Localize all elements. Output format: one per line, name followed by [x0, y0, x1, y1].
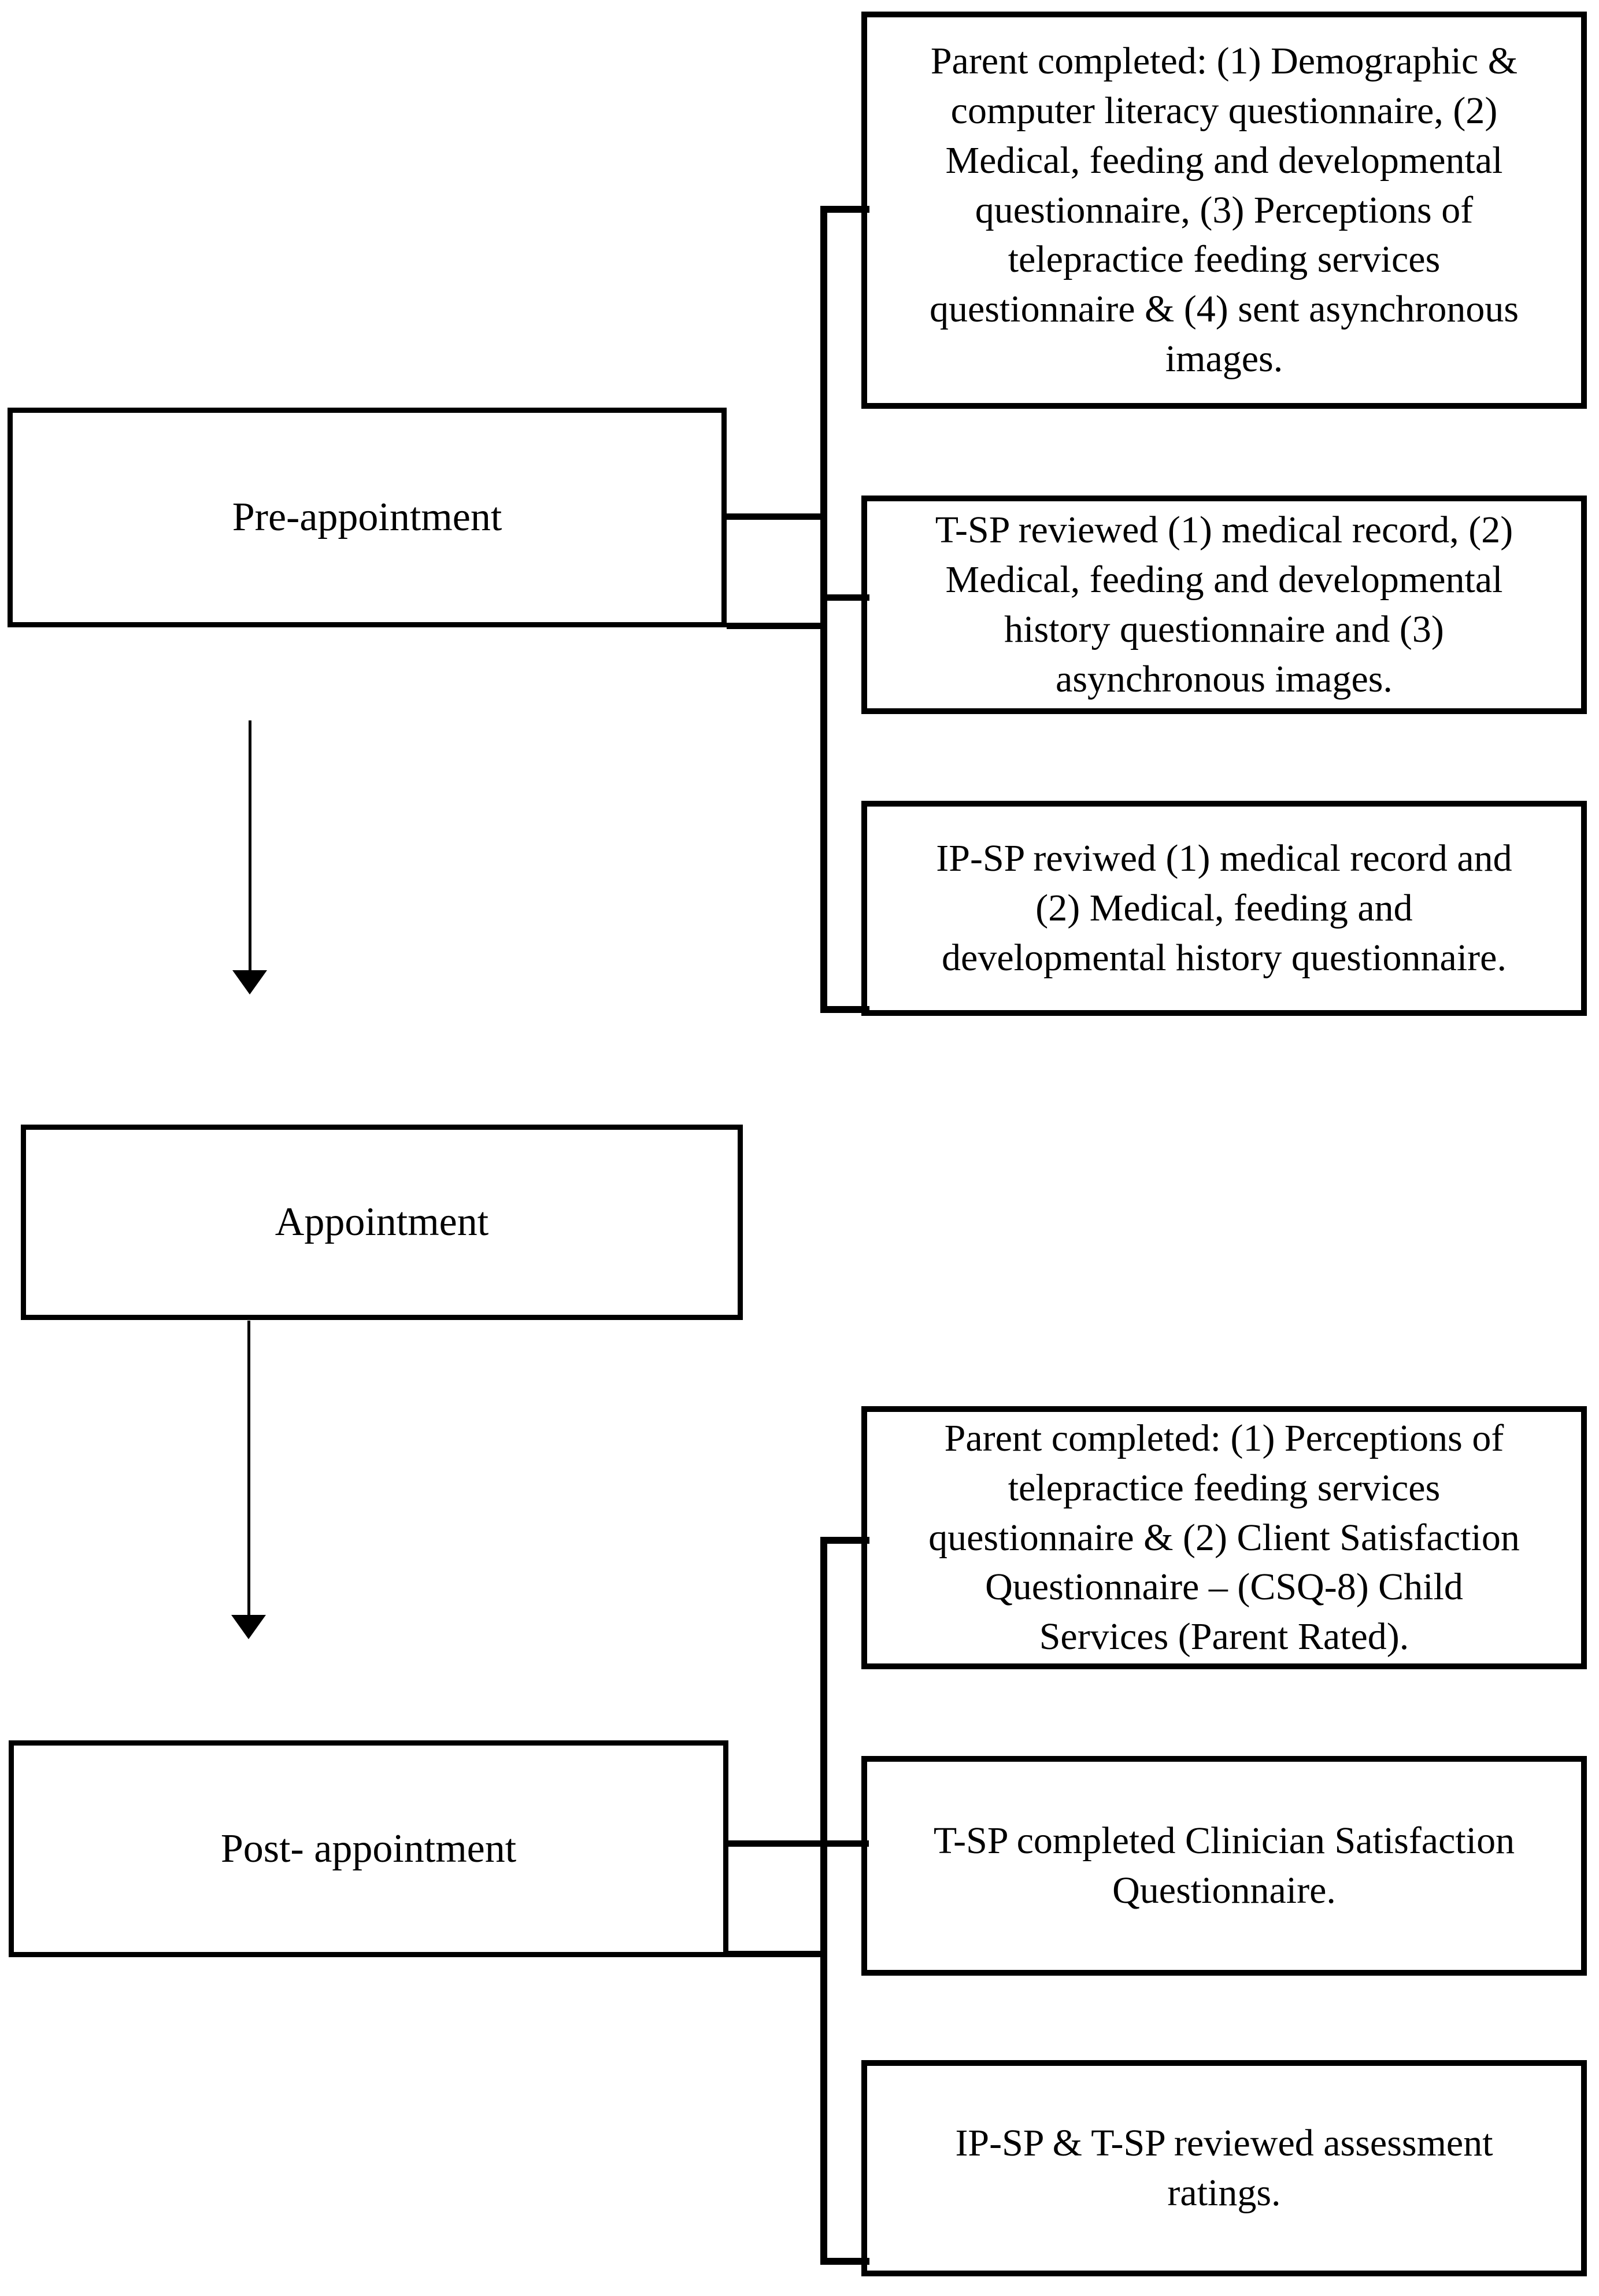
connector-elbow-to-detail-3 — [820, 1006, 869, 1013]
detail-box-assessment-ratings: IP-SP & T-SP reviewed assessment ratings… — [861, 2060, 1587, 2276]
detail-text-tsp-satisfaction: T-SP completed Clinician Satisfaction Qu… — [933, 1820, 1515, 1912]
connector-pre-box-bottom — [727, 623, 827, 629]
detail-box-parent-post-tasks: Parent completed: (1) Perceptions of tel… — [861, 1406, 1587, 1669]
connector-post-box-mid — [728, 1840, 869, 1847]
stage-box-pre-appointment: Pre-appointment — [8, 408, 727, 627]
down-arrow-head-pre-to-appointment — [232, 970, 267, 994]
connector-to-detail-2 — [820, 594, 869, 601]
detail-text-parent-post-tasks: Parent completed: (1) Perceptions of tel… — [928, 1417, 1520, 1658]
connector-elbow-to-detail-4 — [820, 1537, 869, 1544]
connector-elbow-to-detail-6 — [820, 2258, 869, 2265]
connector-pre-box-mid — [727, 513, 827, 520]
stage-box-post-appointment: Post- appointment — [9, 1740, 728, 1957]
detail-text-assessment-ratings: IP-SP & T-SP reviewed assessment ratings… — [955, 2122, 1493, 2214]
connector-trunk-post-group — [820, 1537, 827, 2265]
detail-box-tsp-review: T-SP reviewed (1) medical record, (2) Me… — [861, 496, 1587, 714]
stage-box-appointment: Appointment — [21, 1125, 743, 1320]
stage-label-post-appointment: Post- appointment — [220, 1826, 517, 1871]
detail-box-parent-pre-tasks: Parent completed: (1) Demographic & comp… — [861, 12, 1587, 409]
down-arrow-line-appointment-to-post — [247, 1321, 250, 1616]
detail-box-ipsp-review: IP-SP reviwed (1) medical record and (2)… — [861, 801, 1587, 1016]
detail-text-tsp-review: T-SP reviewed (1) medical record, (2) Me… — [935, 509, 1513, 700]
connector-elbow-to-detail-1 — [820, 206, 869, 213]
detail-text-parent-pre-tasks: Parent completed: (1) Demographic & comp… — [929, 40, 1519, 380]
detail-text-ipsp-review: IP-SP reviwed (1) medical record and (2)… — [936, 837, 1512, 979]
down-arrow-head-appointment-to-post — [231, 1615, 266, 1639]
stage-label-pre-appointment: Pre-appointment — [232, 495, 502, 539]
detail-box-tsp-satisfaction: T-SP completed Clinician Satisfaction Qu… — [861, 1756, 1587, 1976]
down-arrow-line-pre-to-appointment — [249, 720, 251, 971]
stage-label-appointment: Appointment — [275, 1200, 489, 1244]
connector-post-box-bottom — [728, 1951, 827, 1957]
connector-trunk-pre-group — [820, 206, 827, 1013]
